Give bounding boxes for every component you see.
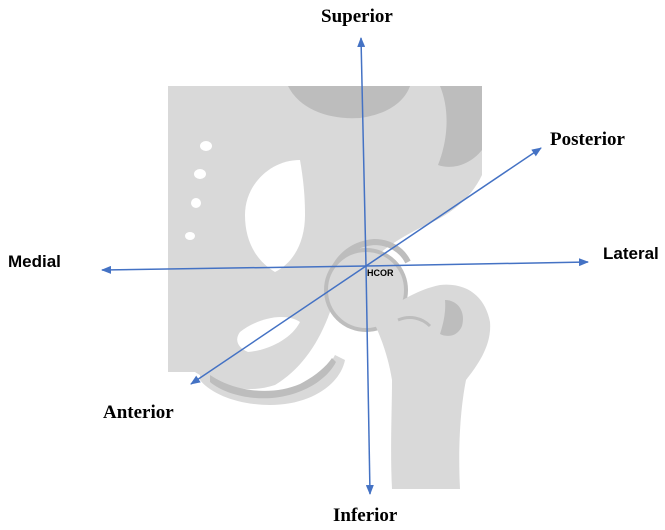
posterior-label: Posterior	[550, 129, 625, 151]
lateral-axis	[366, 262, 588, 266]
anterior-label: Anterior	[103, 402, 174, 424]
inferior-label: Inferior	[333, 505, 397, 527]
superior-label: Superior	[321, 6, 393, 28]
sacral-foramen-1	[200, 141, 212, 151]
sacral-foramen-2	[194, 169, 206, 179]
sacral-foramen-3	[191, 198, 201, 208]
hip-bone-illustration	[168, 86, 490, 489]
medial-label: Medial	[8, 252, 61, 272]
hcor-label: HCOR	[367, 268, 394, 278]
sacral-foramen-4	[185, 232, 195, 240]
lateral-label: Lateral	[603, 244, 659, 264]
femur-shaft	[372, 285, 490, 489]
